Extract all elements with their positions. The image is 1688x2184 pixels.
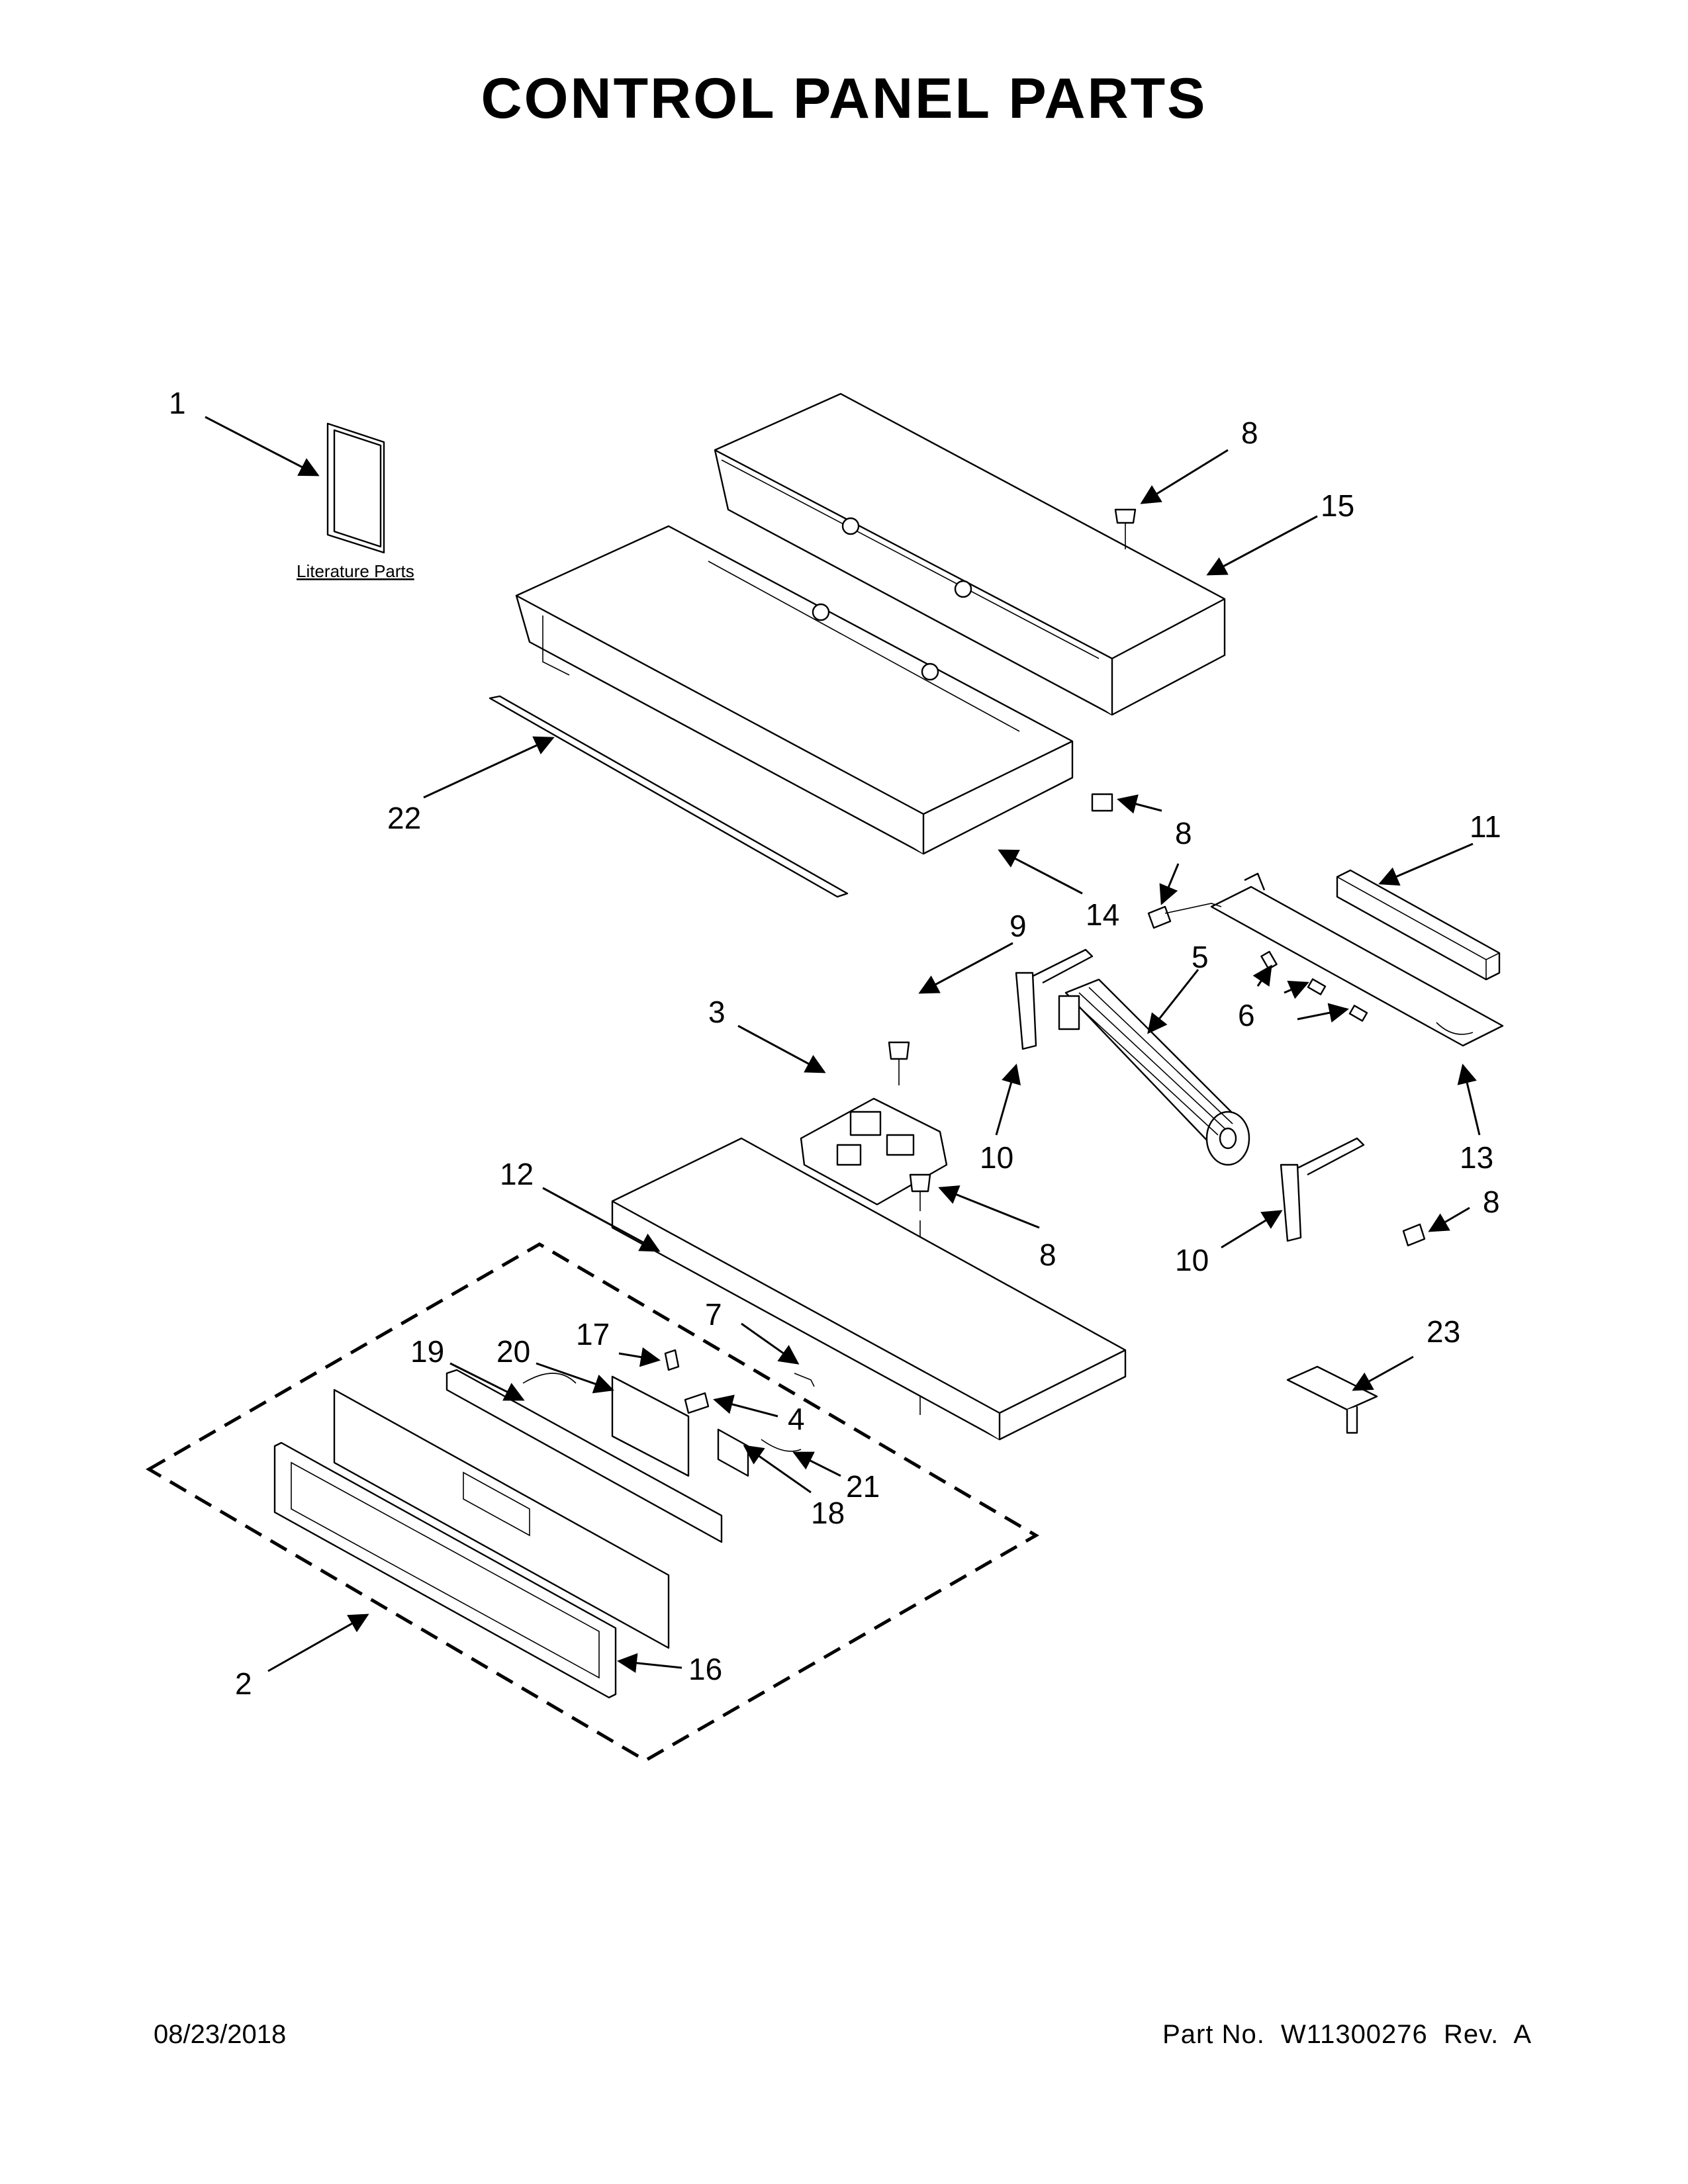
callout-13: 13 — [1460, 1140, 1493, 1175]
screw-set — [1260, 950, 1368, 1022]
screw-side — [1091, 793, 1113, 812]
bracket-left — [1015, 948, 1094, 1050]
callout-8-top: 8 — [1241, 416, 1258, 450]
screw-top — [1114, 508, 1137, 549]
callout-22: 22 — [387, 801, 421, 835]
callout-8-relay: 8 — [1039, 1238, 1056, 1272]
callout-23: 23 — [1427, 1314, 1460, 1349]
callout-12: 12 — [500, 1157, 534, 1191]
footer-part-number: Part No. W11300276 Rev. A — [1162, 2020, 1532, 2049]
callout-20: 20 — [496, 1334, 530, 1369]
callout-2: 2 — [235, 1666, 252, 1701]
small-component-21 — [761, 1439, 802, 1452]
screw-relay-top — [888, 1041, 910, 1085]
leader-lines — [205, 416, 1481, 1673]
callout-21: 21 — [846, 1469, 880, 1504]
literature-parts-label: Literature Parts — [297, 561, 414, 581]
small-component-4 — [684, 1392, 710, 1414]
callout-1: 1 — [169, 386, 186, 420]
callout-15: 15 — [1321, 488, 1354, 523]
control-panel-chassis — [515, 525, 1074, 855]
callout-5: 5 — [1192, 940, 1209, 974]
callout-7: 7 — [705, 1297, 722, 1332]
literature-booklet: Literature Parts — [297, 422, 414, 581]
small-bracket — [1286, 1365, 1378, 1434]
callout-11: 11 — [1470, 809, 1501, 844]
callout-8-right: 8 — [1483, 1185, 1500, 1219]
electronic-control-board — [445, 1369, 723, 1543]
callout-10-left: 10 — [980, 1140, 1013, 1175]
callout-19: 19 — [410, 1334, 444, 1369]
small-component-7 — [794, 1373, 815, 1387]
callout-10-right: 10 — [1175, 1243, 1209, 1277]
bracket-right — [1280, 1137, 1365, 1242]
callout-18: 18 — [811, 1496, 845, 1530]
insulation-strip — [1336, 869, 1501, 981]
footer-date: 08/23/2018 — [154, 2020, 287, 2049]
small-component-18 — [717, 1428, 749, 1477]
callout-9: 9 — [1009, 909, 1027, 943]
callout-4: 4 — [788, 1402, 805, 1436]
touch-panel — [333, 1388, 670, 1649]
top-cover — [714, 392, 1226, 716]
small-component-17 — [664, 1349, 680, 1371]
callout-6: 6 — [1238, 998, 1255, 1032]
page-title: CONTROL PANEL PARTS — [481, 67, 1207, 130]
trim-strip — [489, 695, 849, 898]
callout-numbers: 1 8 15 22 8 11 14 9 5 3 6 12 10 13 8 8 1… — [169, 386, 1501, 1701]
mounting-plate — [611, 1137, 1127, 1441]
callout-16: 16 — [688, 1652, 722, 1686]
fan-bracket — [1210, 872, 1504, 1047]
callout-8-side: 8 — [1175, 816, 1192, 850]
screw-bracket-right — [1402, 1223, 1426, 1247]
callout-14: 14 — [1086, 897, 1119, 932]
console-assembly-outline — [146, 1242, 1039, 1762]
blower-motor — [1058, 978, 1250, 1166]
console-panel — [273, 1441, 617, 1699]
callout-17: 17 — [576, 1317, 610, 1351]
callout-3: 3 — [708, 995, 726, 1029]
screw-bracket — [1147, 903, 1222, 929]
